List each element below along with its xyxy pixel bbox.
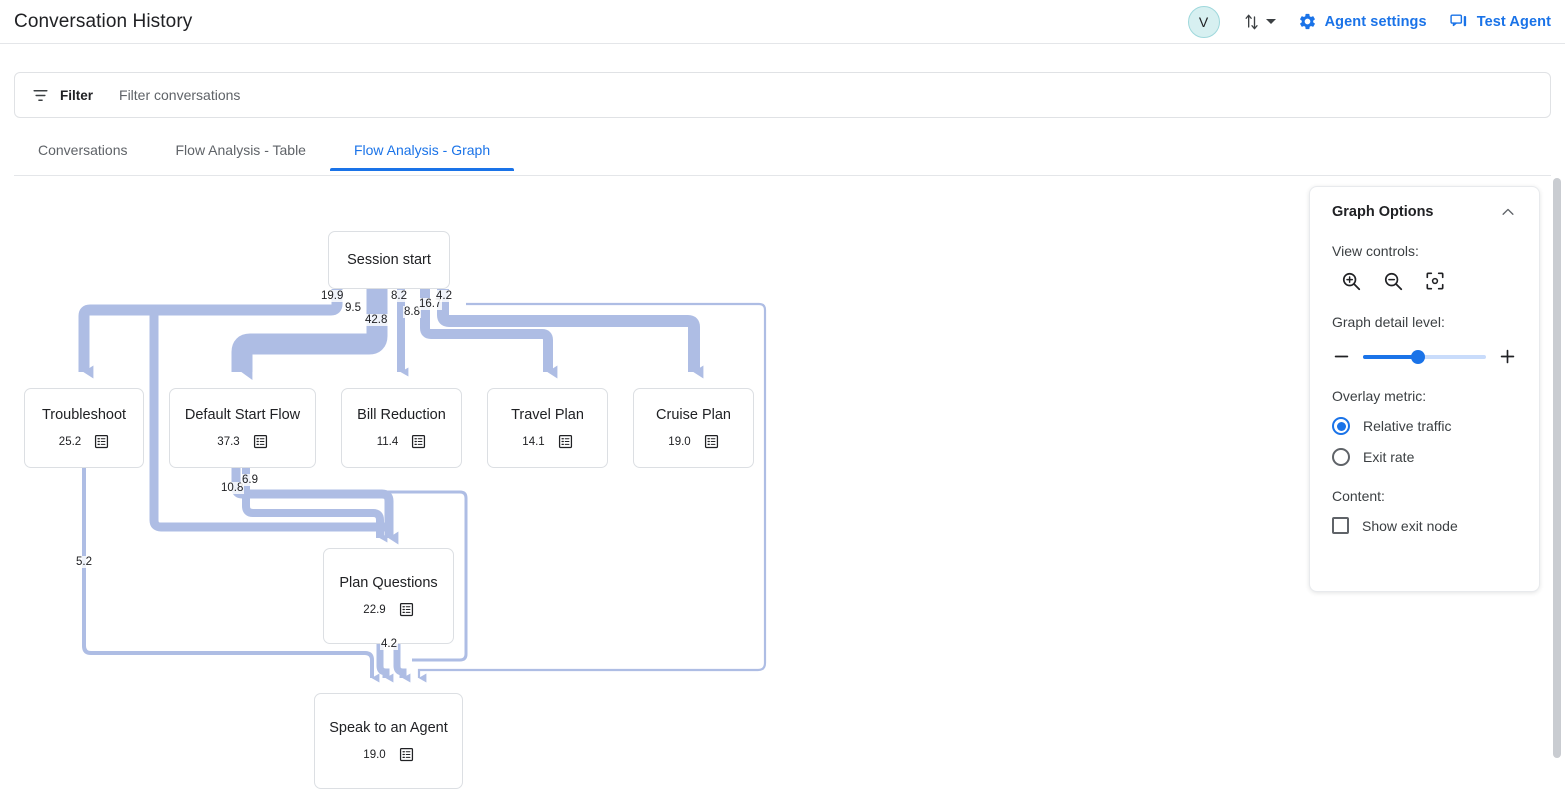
radio-exit-rate[interactable]: Exit rate bbox=[1332, 448, 1517, 466]
edge-label: 42.8 bbox=[364, 314, 389, 326]
agent-settings-label: Agent settings bbox=[1324, 13, 1427, 30]
slider-thumb[interactable] bbox=[1411, 349, 1426, 364]
view-controls-group bbox=[1332, 270, 1517, 292]
graph-options-header: Graph Options bbox=[1332, 203, 1517, 221]
page-title: Conversation History bbox=[14, 10, 193, 32]
minus-icon[interactable] bbox=[1332, 347, 1351, 366]
node-value: 37.3 bbox=[217, 435, 240, 448]
checkbox-icon[interactable] bbox=[1332, 517, 1349, 534]
node-details-icon[interactable] bbox=[253, 434, 268, 449]
node-metric: 19.0 bbox=[363, 747, 413, 762]
graph-node-travel-plan[interactable]: Travel Plan 14.1 bbox=[487, 388, 608, 468]
radio-label: Relative traffic bbox=[1363, 418, 1452, 434]
node-label: Travel Plan bbox=[511, 407, 584, 423]
avatar[interactable]: V bbox=[1187, 5, 1220, 38]
tab-conversations[interactable]: Conversations bbox=[38, 142, 128, 158]
chevron-down-icon bbox=[1265, 19, 1276, 24]
tab-flow-analysis-table[interactable]: Flow Analysis - Table bbox=[175, 142, 306, 158]
node-details-icon[interactable] bbox=[94, 434, 109, 449]
node-metric: 25.2 bbox=[59, 434, 109, 449]
test-agent-button[interactable]: Test Agent bbox=[1449, 12, 1551, 31]
edge-label: 10.8 bbox=[220, 482, 245, 494]
filter-input[interactable] bbox=[117, 86, 538, 104]
checkbox-show-exit-node[interactable]: Show exit node bbox=[1332, 517, 1517, 534]
radio-button-icon[interactable] bbox=[1332, 417, 1350, 435]
scrollbar-thumb[interactable] bbox=[1553, 178, 1561, 758]
gear-icon bbox=[1299, 13, 1315, 30]
detail-level-label: Graph detail level: bbox=[1332, 314, 1445, 330]
filter-bar: Filter bbox=[14, 72, 1551, 118]
node-label: Bill Reduction bbox=[357, 407, 446, 423]
filter-icon[interactable] bbox=[31, 86, 50, 105]
edge-label: 19.9 bbox=[320, 290, 345, 302]
radio-label: Exit rate bbox=[1363, 449, 1415, 465]
node-value: 19.0 bbox=[363, 748, 386, 761]
agent-settings-button[interactable]: Agent settings bbox=[1298, 12, 1427, 31]
chevron-up-icon[interactable] bbox=[1499, 203, 1517, 221]
flow-graph-canvas[interactable]: Session start Troubleshoot 25.2 Default … bbox=[0, 176, 1549, 798]
checkbox-label: Show exit node bbox=[1362, 517, 1458, 534]
test-agent-label: Test Agent bbox=[1476, 13, 1551, 30]
radio-button-icon[interactable] bbox=[1332, 448, 1350, 466]
detail-level-slider-row bbox=[1332, 347, 1517, 366]
tab-flow-analysis-graph[interactable]: Flow Analysis - Graph bbox=[329, 132, 515, 171]
detail-level-slider[interactable] bbox=[1363, 349, 1486, 364]
node-details-icon[interactable] bbox=[399, 602, 414, 617]
filter-label: Filter bbox=[60, 87, 94, 103]
graph-options-title: Graph Options bbox=[1332, 204, 1434, 220]
view-controls-label: View controls: bbox=[1332, 243, 1419, 259]
graph-node-session-start[interactable]: Session start bbox=[328, 231, 450, 289]
zoom-out-icon[interactable] bbox=[1382, 270, 1404, 292]
graph-node-cruise-plan[interactable]: Cruise Plan 19.0 bbox=[633, 388, 754, 468]
app-header: Conversation History V Agent settings bbox=[0, 0, 1565, 44]
node-label: Session start bbox=[347, 252, 431, 268]
node-details-icon[interactable] bbox=[558, 434, 573, 449]
node-metric: 11.4 bbox=[377, 434, 427, 449]
swap-vertical-icon bbox=[1245, 14, 1258, 29]
slider-fill bbox=[1363, 354, 1419, 359]
plus-icon[interactable] bbox=[1498, 347, 1517, 366]
edge-label: 6.9 bbox=[241, 474, 259, 486]
edge-label: 8.8 bbox=[403, 306, 421, 318]
node-details-icon[interactable] bbox=[399, 747, 414, 762]
graph-vertical-scrollbar[interactable] bbox=[1553, 178, 1561, 790]
fit-to-screen-icon[interactable] bbox=[1424, 270, 1446, 292]
node-metric: 37.3 bbox=[217, 434, 267, 449]
graph-options-panel: Graph Options View controls: Graph detai… bbox=[1309, 186, 1540, 592]
header-actions: V Agent settings Test Agent bbox=[1187, 5, 1551, 38]
swap-agent-control[interactable] bbox=[1242, 12, 1276, 32]
avatar-initial: V bbox=[1198, 13, 1209, 30]
content-label: Content: bbox=[1332, 488, 1385, 504]
node-metric: 14.1 bbox=[522, 434, 572, 449]
node-label: Plan Questions bbox=[339, 575, 438, 591]
graph-node-troubleshoot[interactable]: Troubleshoot 25.2 bbox=[24, 388, 144, 468]
tab-bar: Conversations Flow Analysis - Table Flow… bbox=[14, 132, 1551, 176]
graph-node-plan-questions[interactable]: Plan Questions 22.9 bbox=[323, 548, 454, 644]
graph-node-bill-reduction[interactable]: Bill Reduction 11.4 bbox=[341, 388, 462, 468]
edge-label: 8.2 bbox=[390, 290, 408, 302]
zoom-in-icon[interactable] bbox=[1340, 270, 1362, 292]
node-value: 22.9 bbox=[363, 603, 386, 616]
node-value: 19.0 bbox=[668, 435, 691, 448]
node-label: Troubleshoot bbox=[41, 407, 127, 423]
node-details-icon[interactable] bbox=[704, 434, 719, 449]
node-label: Cruise Plan bbox=[656, 407, 731, 423]
node-label: Speak to an Agent bbox=[329, 720, 448, 736]
edge-label: 4.2 bbox=[380, 638, 398, 650]
graph-node-speak-to-an-agent[interactable]: Speak to an Agent 19.0 bbox=[314, 693, 463, 789]
node-metric: 19.0 bbox=[668, 434, 718, 449]
node-value: 25.2 bbox=[58, 435, 82, 448]
node-label: Default Start Flow bbox=[184, 407, 301, 423]
node-details-icon[interactable] bbox=[411, 434, 426, 449]
node-metric: 22.9 bbox=[363, 602, 413, 617]
edge-label: 4.2 bbox=[435, 290, 453, 302]
radio-relative-traffic[interactable]: Relative traffic bbox=[1332, 417, 1517, 435]
chat-bubbles-icon bbox=[1450, 14, 1466, 27]
overlay-metric-label: Overlay metric: bbox=[1332, 388, 1427, 404]
edge-label: 9.5 bbox=[344, 302, 362, 314]
edge-label: 5.2 bbox=[75, 556, 93, 568]
node-value: 11.4 bbox=[376, 435, 399, 448]
graph-node-default-start-flow[interactable]: Default Start Flow 37.3 bbox=[169, 388, 316, 468]
node-value: 14.1 bbox=[522, 435, 545, 448]
